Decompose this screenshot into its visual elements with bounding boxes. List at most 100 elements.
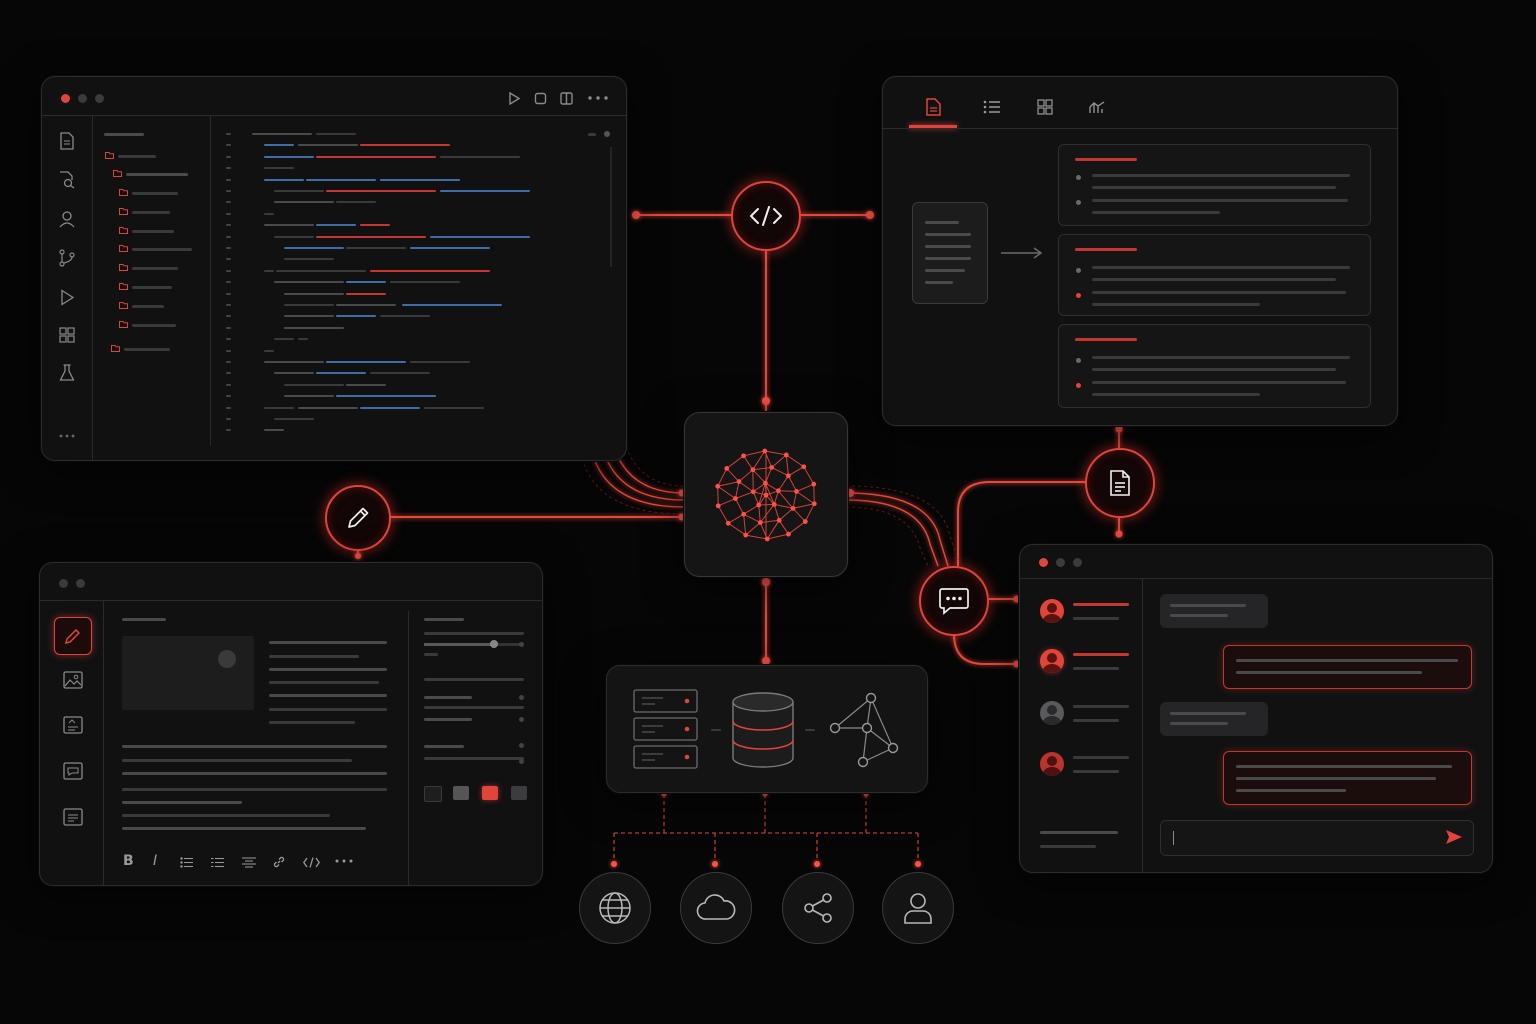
bullet-list-icon[interactable] bbox=[179, 855, 195, 869]
incoming-message[interactable] bbox=[1160, 594, 1268, 628]
folder-icon[interactable] bbox=[104, 151, 114, 159]
color-swatch-charcoal[interactable] bbox=[511, 786, 527, 800]
rich-text-editor-window: B I bbox=[39, 562, 543, 886]
incoming-message[interactable] bbox=[1160, 702, 1268, 736]
source-document-thumbnail[interactable] bbox=[912, 202, 988, 304]
folder-icon[interactable] bbox=[118, 207, 128, 215]
cloud-resource-node[interactable] bbox=[680, 872, 752, 944]
git-branch-icon[interactable] bbox=[57, 248, 77, 268]
folder-icon[interactable] bbox=[118, 320, 128, 328]
bold-button[interactable]: B bbox=[123, 853, 134, 869]
window-close-dot[interactable] bbox=[61, 94, 70, 103]
brain-network-icon bbox=[715, 448, 817, 542]
more-icon[interactable] bbox=[334, 857, 354, 865]
message-input[interactable] bbox=[1160, 820, 1474, 856]
activity-bar-divider bbox=[92, 116, 93, 460]
folder-icon[interactable] bbox=[118, 282, 128, 290]
code-area[interactable] bbox=[226, 127, 606, 447]
note-icon[interactable] bbox=[62, 807, 84, 827]
documents-window bbox=[882, 76, 1398, 426]
template-icon[interactable] bbox=[62, 715, 84, 735]
edit-connector-node[interactable] bbox=[325, 485, 391, 551]
share-resource-node[interactable] bbox=[782, 872, 854, 944]
grid-icon[interactable] bbox=[1035, 97, 1055, 117]
color-swatch-dark[interactable] bbox=[424, 786, 442, 802]
ai-hub[interactable] bbox=[684, 412, 848, 577]
file-icon[interactable] bbox=[57, 131, 77, 151]
user-resource-node[interactable] bbox=[882, 872, 954, 944]
folder-icon[interactable] bbox=[118, 301, 128, 309]
code-icon bbox=[750, 206, 782, 226]
tab-active-underline bbox=[909, 125, 957, 128]
graph-network-icon[interactable] bbox=[827, 688, 903, 768]
share-icon bbox=[804, 893, 832, 923]
web-resource-node[interactable] bbox=[579, 872, 651, 944]
grid-icon[interactable] bbox=[57, 325, 77, 345]
chat-window bbox=[1019, 544, 1493, 873]
pencil-icon bbox=[348, 507, 369, 528]
search-icon[interactable] bbox=[57, 170, 77, 190]
outgoing-message[interactable] bbox=[1223, 645, 1472, 689]
data-storage-panel bbox=[606, 665, 928, 793]
code-scrollbar[interactable] bbox=[610, 147, 612, 267]
arrow-right-icon bbox=[999, 243, 1045, 263]
server-icon[interactable] bbox=[633, 688, 699, 772]
flask-icon[interactable] bbox=[57, 363, 77, 383]
window-minimize-dot[interactable] bbox=[78, 94, 87, 103]
folder-icon[interactable] bbox=[118, 188, 128, 196]
window-minimize-dot[interactable] bbox=[1056, 558, 1065, 567]
document-connector-node[interactable] bbox=[1085, 448, 1155, 518]
avatar[interactable] bbox=[1040, 701, 1064, 725]
summary-card-1[interactable] bbox=[1058, 144, 1371, 226]
comment-icon[interactable] bbox=[62, 761, 84, 781]
italic-button[interactable]: I bbox=[153, 853, 158, 869]
explorer-divider bbox=[210, 116, 211, 446]
image-icon[interactable] bbox=[62, 670, 84, 690]
avatar[interactable] bbox=[1040, 752, 1064, 776]
window-maximize-dot[interactable] bbox=[1073, 558, 1082, 567]
numbered-list-icon[interactable] bbox=[210, 855, 226, 869]
folder-icon[interactable] bbox=[110, 344, 120, 352]
user-icon[interactable] bbox=[57, 209, 77, 229]
chart-icon[interactable] bbox=[1088, 97, 1108, 117]
cloud-icon bbox=[696, 894, 736, 920]
link-icon[interactable] bbox=[271, 854, 287, 870]
tabs-divider bbox=[883, 128, 1397, 129]
code-connector-node[interactable] bbox=[731, 181, 801, 251]
code-editor-window bbox=[41, 76, 627, 461]
summary-card-2[interactable] bbox=[1058, 234, 1371, 316]
image-placeholder[interactable] bbox=[122, 636, 254, 710]
avatar[interactable] bbox=[1040, 599, 1064, 623]
folder-icon[interactable] bbox=[118, 244, 128, 252]
slider[interactable] bbox=[424, 640, 524, 648]
split-icon[interactable] bbox=[558, 90, 574, 106]
globe-icon bbox=[599, 892, 631, 924]
database-icon[interactable] bbox=[729, 688, 799, 772]
title-divider bbox=[42, 115, 626, 116]
color-swatch-red[interactable] bbox=[482, 786, 498, 800]
pencil-icon[interactable] bbox=[54, 617, 92, 655]
align-icon[interactable] bbox=[241, 855, 257, 869]
run-icon[interactable] bbox=[57, 287, 77, 307]
folder-icon[interactable] bbox=[118, 263, 128, 271]
window-close-dot[interactable] bbox=[1039, 558, 1048, 567]
avatar[interactable] bbox=[1040, 649, 1064, 673]
summary-card-3[interactable] bbox=[1058, 324, 1371, 408]
send-icon[interactable] bbox=[1444, 828, 1464, 846]
chat-icon bbox=[939, 588, 969, 615]
document-icon bbox=[1110, 470, 1130, 496]
code-icon[interactable] bbox=[302, 855, 320, 869]
color-swatch-gray[interactable] bbox=[453, 786, 469, 800]
window-maximize-dot[interactable] bbox=[95, 94, 104, 103]
outgoing-message[interactable] bbox=[1223, 751, 1472, 805]
stop-icon[interactable] bbox=[532, 90, 548, 106]
play-icon[interactable] bbox=[506, 90, 522, 106]
more-icon[interactable] bbox=[586, 90, 610, 106]
chat-connector-node[interactable] bbox=[919, 566, 989, 636]
folder-icon[interactable] bbox=[112, 169, 122, 177]
more-icon[interactable] bbox=[57, 431, 77, 441]
folder-icon[interactable] bbox=[118, 226, 128, 234]
list-icon[interactable] bbox=[981, 97, 1003, 117]
person-icon bbox=[904, 893, 932, 924]
document-icon[interactable] bbox=[923, 97, 943, 117]
